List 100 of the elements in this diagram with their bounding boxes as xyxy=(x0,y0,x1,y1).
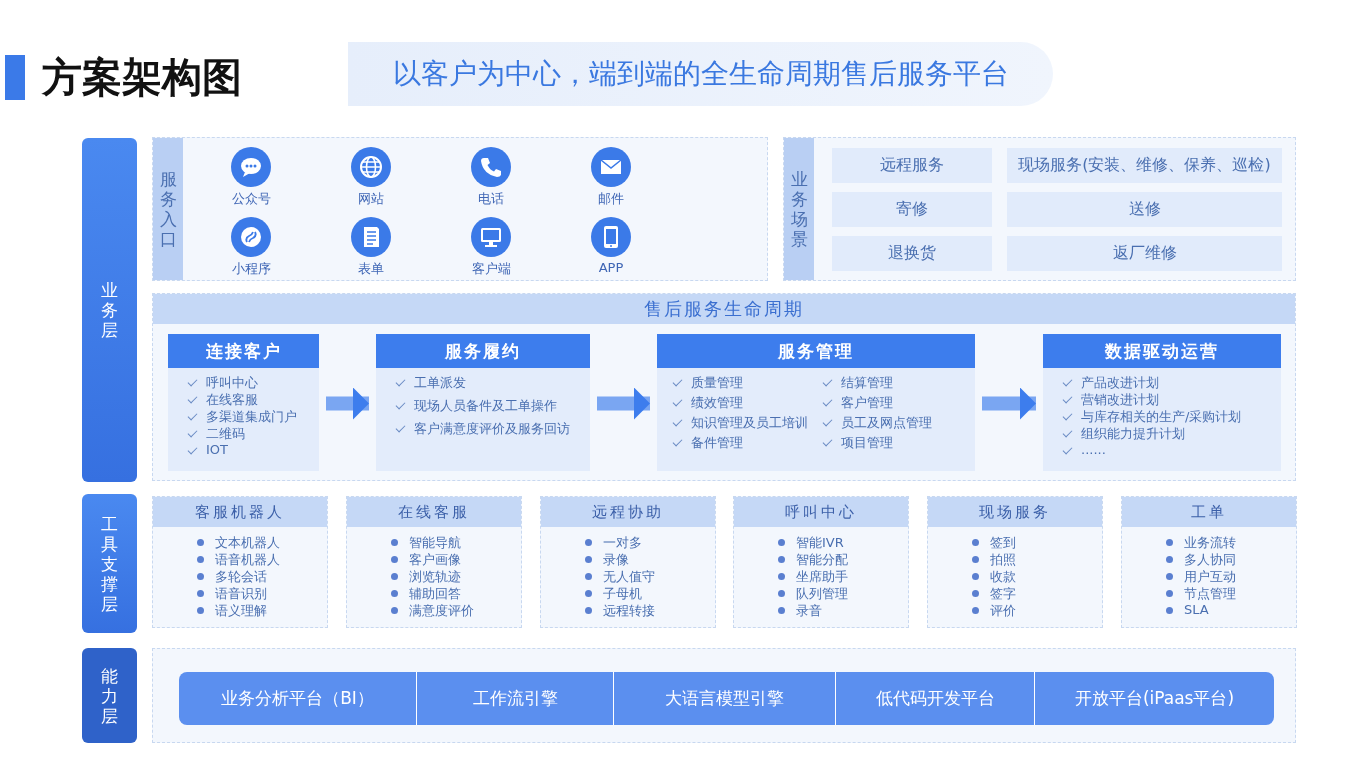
list-item: 坐席助手 xyxy=(774,568,848,585)
stage-header: 数据驱动运营 xyxy=(1043,334,1281,368)
list-item: 客户管理 xyxy=(821,394,971,414)
list-item: 在线客服 xyxy=(186,391,315,408)
list-item: 产品改进计划 xyxy=(1061,374,1277,391)
list-item: 浏览轨迹 xyxy=(387,568,474,585)
tool-card xyxy=(540,496,716,628)
list-item: 语音识别 xyxy=(193,585,280,602)
tool-header: 在线客服 xyxy=(347,497,521,527)
list-item: 员工及网点管理 xyxy=(821,414,971,434)
list-item: 文本机器人 xyxy=(193,534,280,551)
list-item: 签字 xyxy=(968,585,1016,602)
list-item: 多轮会话 xyxy=(193,568,280,585)
list-item: 知识管理及员工培训 xyxy=(671,414,821,434)
stage-card xyxy=(376,334,590,471)
tool-card xyxy=(733,496,909,628)
layer-band xyxy=(82,494,137,633)
arrow xyxy=(597,387,650,420)
panel xyxy=(152,137,768,281)
panel-side-label: 业务场景 xyxy=(784,138,814,280)
list-item: 远程转接 xyxy=(581,602,655,619)
list-item: 组织能力提升计划 xyxy=(1061,425,1277,442)
list-item: 用户互动 xyxy=(1162,568,1236,585)
stage-header: 服务履约 xyxy=(376,334,590,368)
list-item: 业务流转 xyxy=(1162,534,1236,551)
list-item: 项目管理 xyxy=(821,434,971,454)
list-item: ...... xyxy=(1061,442,1277,459)
list-item: 评价 xyxy=(968,602,1016,619)
entry-label: 客户端 xyxy=(470,260,512,278)
list-item: 绩效管理 xyxy=(671,394,821,414)
tool-header: 远程协助 xyxy=(541,497,715,527)
list-item: 录像 xyxy=(581,551,655,568)
layer-label: 业务层 xyxy=(100,280,119,340)
scenario-box: 寄修 xyxy=(832,192,992,227)
tool-card xyxy=(927,496,1103,628)
list-item: 子母机 xyxy=(581,585,655,602)
panel xyxy=(783,137,1296,281)
panel xyxy=(152,293,1296,481)
list-item: 语义理解 xyxy=(193,602,280,619)
scenario-box: 送修 xyxy=(1007,192,1282,227)
list-item: 满意度评价 xyxy=(387,602,474,619)
scenario-box: 现场服务(安装、维修、保养、巡检) xyxy=(1007,148,1282,183)
scenario-box: 远程服务 xyxy=(832,148,992,183)
layer-band xyxy=(82,138,137,482)
list-item: 智能导航 xyxy=(387,534,474,551)
layer-label: 工具支撑层 xyxy=(100,513,119,614)
platform-segment: 开放平台(iPaas平台) xyxy=(1035,672,1274,725)
list-item: 与库存相关的生产/采购计划 xyxy=(1061,408,1277,425)
banner-text: 以客户为中心，端到端的全生命周期售后服务平台 xyxy=(392,56,1009,92)
list-item: 客户画像 xyxy=(387,551,474,568)
platform-segment: 大语言模型引擎 xyxy=(614,672,836,725)
list-item: 工单派发 xyxy=(394,374,586,397)
list-item: 拍照 xyxy=(968,551,1016,568)
entry-label: 电话 xyxy=(477,190,505,208)
list-item: 质量管理 xyxy=(671,374,821,394)
list-item: 录音 xyxy=(774,602,848,619)
list-item: 备件管理 xyxy=(671,434,821,454)
list-item: IOT xyxy=(186,442,315,459)
list-item: SLA xyxy=(1162,602,1236,619)
stage-header: 服务管理 xyxy=(657,334,975,368)
list-item: 节点管理 xyxy=(1162,585,1236,602)
list-item: 多人协同 xyxy=(1162,551,1236,568)
list-item: 签到 xyxy=(968,534,1016,551)
list-item: 无人值守 xyxy=(581,568,655,585)
tool-header: 现场服务 xyxy=(928,497,1102,527)
panel xyxy=(152,648,1296,743)
list-item: 队列管理 xyxy=(774,585,848,602)
list-item: 客户满意度评价及服务回访 xyxy=(394,420,586,443)
panel-header: 售后服务生命周期 xyxy=(153,294,1295,324)
stage-header: 连接客户 xyxy=(168,334,319,368)
tool-header: 客服机器人 xyxy=(153,497,327,527)
list-item: 智能IVR xyxy=(774,534,848,551)
entry-label: 公众号 xyxy=(230,190,272,208)
scenario-box: 返厂维修 xyxy=(1007,236,1282,271)
list-item: 二维码 xyxy=(186,425,315,442)
list-item: 营销改进计划 xyxy=(1061,391,1277,408)
platform-segment: 工作流引擎 xyxy=(417,672,614,725)
list-item: 呼叫中心 xyxy=(186,374,315,391)
list-item: 一对多 xyxy=(581,534,655,551)
tool-header: 呼叫中心 xyxy=(734,497,908,527)
entry-label: 表单 xyxy=(357,260,385,278)
stage-card xyxy=(657,334,975,471)
tool-card xyxy=(152,496,328,628)
layer-band xyxy=(82,648,137,743)
arrow xyxy=(326,387,369,420)
scenario-box: 退换货 xyxy=(832,236,992,271)
list-item: 智能分配 xyxy=(774,551,848,568)
arrow xyxy=(982,387,1036,420)
tool-card xyxy=(346,496,522,628)
list-item: 多渠道集成门户 xyxy=(186,408,315,425)
entry-label: 网站 xyxy=(357,190,385,208)
stage-card xyxy=(168,334,319,471)
list-item: 结算管理 xyxy=(821,374,971,394)
entry-label: APP xyxy=(597,260,625,275)
entry-label: 邮件 xyxy=(597,190,625,208)
tool-card xyxy=(1121,496,1297,628)
platform-segment: 低代码开发平台 xyxy=(836,672,1035,725)
tool-header: 工单 xyxy=(1122,497,1296,527)
entry-label: 小程序 xyxy=(230,260,272,278)
panel-side-label: 服务入口 xyxy=(153,138,183,280)
